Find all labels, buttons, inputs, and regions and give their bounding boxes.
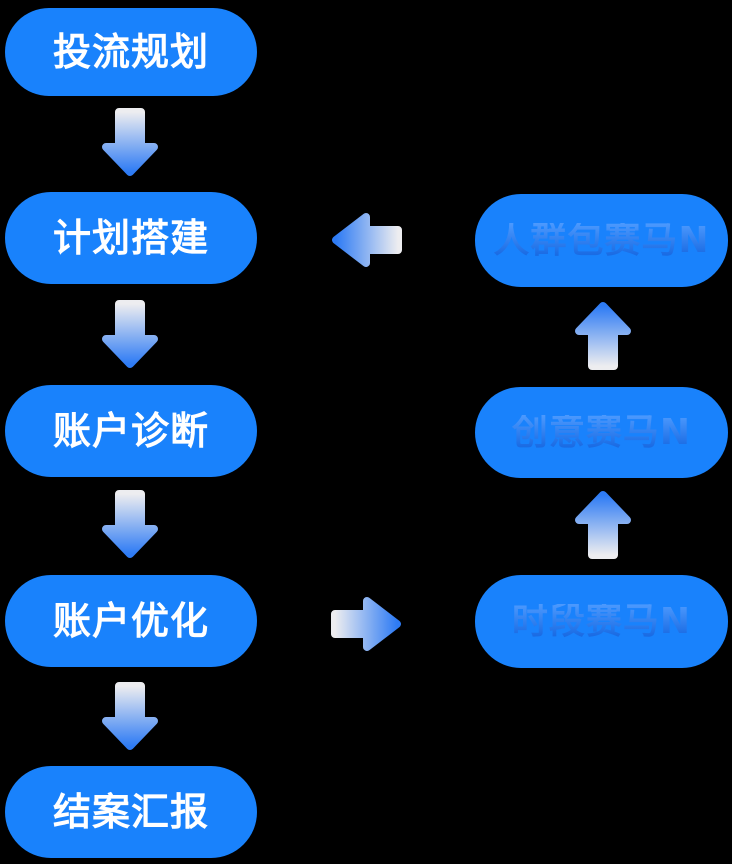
arrow-down-icon: [102, 490, 158, 558]
arrow-down-icon: [102, 300, 158, 368]
arrow-left-icon: [332, 213, 402, 267]
step-account-diagnosis: 账户诊断: [5, 385, 257, 477]
step-audience-pack-racing: 人群包赛马N: [475, 194, 728, 287]
arrow-up-icon: [575, 491, 631, 559]
step-label: 投流规划: [52, 30, 209, 74]
step-campaign-setup: 计划搭建: [5, 192, 257, 284]
step-creative-racing: 创意赛马N: [475, 387, 728, 478]
step-label: 时段赛马N: [511, 600, 692, 642]
arrow-down-icon: [102, 682, 158, 750]
step-label: 账户诊断: [52, 409, 209, 453]
step-label: 计划搭建: [52, 216, 209, 260]
step-timeslot-racing: 时段赛马N: [475, 575, 728, 668]
step-account-optimization: 账户优化: [5, 575, 257, 667]
step-label: 人群包赛马N: [493, 219, 710, 261]
step-investment-planning: 投流规划: [5, 8, 257, 96]
step-label: 创意赛马N: [511, 411, 692, 453]
arrow-down-icon: [102, 108, 158, 176]
arrow-right-icon: [331, 597, 401, 651]
arrow-up-icon: [575, 302, 631, 370]
step-label: 账户优化: [52, 599, 209, 643]
step-label: 结案汇报: [52, 790, 209, 834]
step-final-report: 结案汇报: [5, 766, 257, 858]
